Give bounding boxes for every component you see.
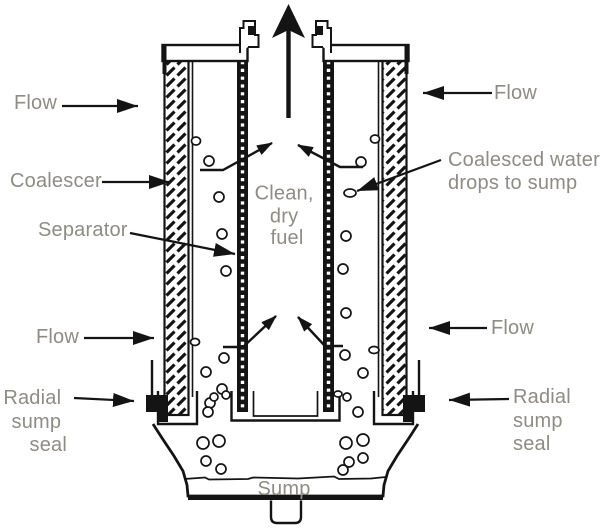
radial-seal-pointer-left-icon	[73, 392, 135, 407]
label-radial-left-line3: seal	[30, 434, 68, 456]
filter-element-left	[146, 20, 260, 426]
inner-arrow-top-right-icon	[297, 143, 363, 169]
filter-element-right	[311, 20, 425, 426]
label-flow-top-right: Flow	[494, 82, 537, 104]
label-flow-top-left: Flow	[14, 92, 57, 114]
end-cap-top-left	[161, 43, 249, 63]
label-coalesced-line1: Coalesced water	[448, 149, 600, 171]
water-droplets-left-annulus	[189, 136, 232, 409]
mounting-tab-right	[311, 20, 332, 53]
radial-seal-pointer-right-icon	[448, 392, 510, 407]
sump-water-line	[183, 475, 387, 481]
water-droplets-right-annulus	[337, 134, 381, 418]
standpipe-bottom-inner	[252, 391, 319, 417]
label-coalescer: Coalescer	[10, 170, 102, 192]
drain-plug	[269, 500, 303, 525]
separator-pointer-icon	[129, 231, 236, 257]
label-separator: Separator	[38, 219, 128, 241]
label-radial-sump-seal-right: Radial sump seal	[513, 386, 577, 455]
mounting-tab-left	[239, 20, 260, 53]
label-radial-left-line1: Radial	[3, 387, 61, 409]
label-radial-sump-seal-left: Radial sump seal	[3, 387, 67, 456]
label-clean-line1: Clean,	[255, 183, 314, 205]
coalesced-water-pointer-icon	[356, 158, 442, 193]
label-sump: Sump	[257, 478, 310, 500]
label-clean-line2: dry	[270, 206, 298, 228]
label-clean-dry-fuel: Clean, dry fuel	[255, 183, 320, 250]
label-coalesced-water: Coalesced water drops to sump	[448, 149, 600, 194]
inner-flow-arrows	[200, 141, 363, 349]
label-radial-right-line1: Radial	[513, 386, 571, 408]
label-flow-bottom-right: Flow	[491, 317, 534, 339]
label-flow-bottom-left: Flow	[36, 326, 79, 348]
coalescer-media-left	[163, 57, 190, 417]
label-clean-line3: fuel	[270, 227, 303, 249]
inner-arrow-bottom-right-icon	[297, 316, 343, 348]
water-droplets-sump	[196, 390, 370, 476]
mounting-lug-right	[315, 26, 323, 35]
coalescer-media-right	[381, 57, 408, 417]
end-cap-top-right	[322, 43, 410, 63]
label-arrows	[62, 86, 510, 407]
sump-bowl	[151, 423, 420, 525]
coalesced-water-drop	[343, 188, 357, 198]
radial-seal-left	[146, 395, 168, 422]
inner-arrow-top-left-icon	[200, 141, 273, 172]
standpipe-bottom	[230, 391, 341, 422]
radial-seal-right	[403, 395, 425, 422]
label-radial-right-line3: seal	[513, 433, 551, 455]
label-radial-left-line2: sump	[12, 411, 62, 433]
outlet-arrow-icon	[272, 4, 305, 118]
label-radial-right-line2: sump	[513, 410, 563, 432]
standpipe-bottom-outer	[230, 391, 341, 422]
inner-arrow-bottom-left-icon	[223, 315, 277, 349]
mounting-lug-left	[248, 26, 256, 35]
label-coalesced-line2: drops to sump	[448, 172, 577, 194]
